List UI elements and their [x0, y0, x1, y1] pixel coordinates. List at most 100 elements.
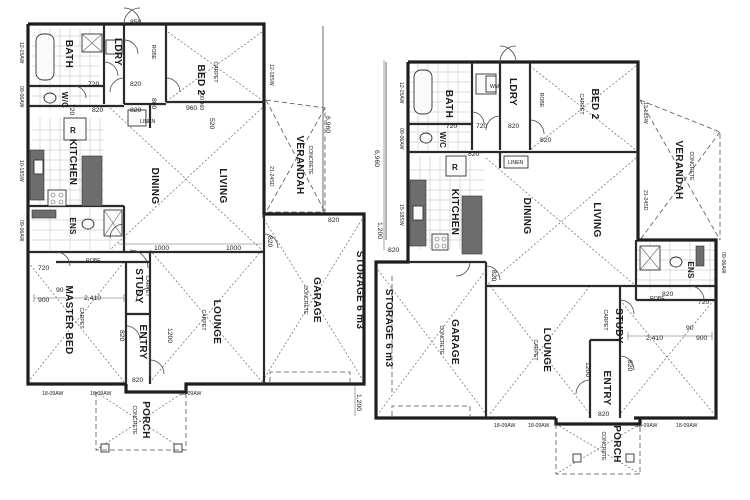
toilet-icon: [43, 92, 57, 104]
dim-1200-porch: 1,200: [355, 394, 362, 411]
room-label-storage-r: STORAGE 6 m3: [383, 289, 394, 368]
room-floor-verandah-r: CONCRETE: [688, 151, 694, 181]
dim-90-r: 90: [686, 325, 694, 332]
room-floor-bed2: CARPET: [212, 61, 218, 83]
dim-1000-a: 1000: [154, 245, 169, 252]
room-floor-verandah: CONCRETE: [307, 145, 313, 175]
room-label-lounge: LOUNGE: [211, 300, 222, 345]
room-floor-study-r: CARPET: [602, 309, 608, 331]
dim-900-r: 900: [696, 335, 708, 342]
dim-820-study-r: 820: [626, 360, 633, 372]
room-label-porch-r: PORCH: [611, 425, 622, 463]
bathtub-icon: [413, 69, 433, 115]
room-label-kitchen-r: KITCHEN: [449, 189, 460, 236]
dim-1200-r: 1,200: [376, 222, 383, 239]
room-label-entry-r: ENTRY: [601, 370, 612, 405]
dim-720-wc: 720: [68, 104, 75, 116]
window-labels-right: 12-15AW 09-06AW 15-18SW 12-18SW 21-24SD …: [398, 82, 726, 429]
dim-90: 90: [56, 287, 64, 294]
room-floor-garage-r: CONCRETE: [438, 325, 444, 355]
dim-820-kit-r: 820: [388, 247, 400, 254]
dim-820-b-r: 820: [540, 137, 552, 144]
dim-900: 900: [38, 297, 50, 304]
room-floor-lounge-r: CARPET: [532, 339, 538, 361]
dim-1200: 1200: [166, 328, 173, 343]
window-label-kitchen-r: 15-18SW: [398, 204, 404, 226]
bed2-extra-dim: 1.00 960: [198, 90, 204, 110]
bathtub-icon: [35, 33, 55, 81]
svg-text:R: R: [70, 126, 76, 135]
room-label-storage: STORAGE 6 m3: [354, 251, 365, 330]
room-label-living: LIVING: [217, 168, 228, 203]
window-label-ens: 09-06AW: [18, 220, 24, 242]
dim-720-ens: 720: [38, 265, 50, 272]
dimension-lines-right: [383, 60, 713, 340]
room-label-wm-r: WM: [490, 84, 499, 90]
room-label-garage: GARAGE: [311, 277, 322, 323]
room-floor-master: CARPET: [78, 307, 84, 329]
laundry-tub-icon: [105, 39, 123, 55]
window-label-master-2: 18-09AW: [90, 391, 112, 397]
room-label-verandah-r: VERANDAH: [673, 140, 684, 199]
room-label-porch: PORCH: [140, 401, 151, 439]
vanity-icon: [31, 209, 57, 219]
room-label-dining: DINING: [149, 168, 160, 205]
room-label-wc-r: W/C: [438, 132, 447, 148]
dim-6960: 6,960: [324, 116, 331, 133]
dim-820-entry: 820: [132, 377, 144, 384]
porch-columns-left: [95, 392, 187, 453]
dimension-labels-left: 850 820 720 720 820 800 820 960 520 1000…: [38, 19, 362, 411]
kitchen-sink-icon: [412, 205, 424, 221]
room-label-bath-r: BATH: [443, 90, 454, 118]
room-label-ldry-r: LDRY: [507, 78, 518, 106]
room-label-lounge-r: LOUNGE: [541, 328, 552, 373]
porch-column-icon: [625, 453, 635, 463]
doors-right: [391, 45, 705, 416]
dim-820-ldry: 820: [130, 81, 142, 88]
window-label-master-1: 18-09AW: [42, 391, 64, 397]
room-label-robe-bed2: ROBE: [150, 45, 156, 60]
room-label-robe-bed2-r: ROBE: [538, 93, 544, 108]
window-label-wc-r: 09-06AW: [398, 128, 404, 150]
dim-720-wc-r: 720: [446, 123, 458, 130]
window-label-master-2-r: 18-09AW: [676, 423, 698, 429]
room-label-bed2: BED 2: [195, 65, 206, 96]
dim-820-a-r: 820: [468, 151, 480, 158]
dim-720-r: 720: [476, 123, 488, 130]
room-label-robe-master-r: ROBE: [650, 296, 665, 302]
room-label-garage-r: GARAGE: [449, 319, 460, 365]
room-floor-porch: CONCRETE: [131, 405, 137, 435]
dim-820-ldry-r: 820: [508, 123, 520, 130]
svg-text:R: R: [452, 163, 458, 172]
dim-820-robe-r: 820: [662, 291, 674, 298]
fixtures-left: R: [29, 33, 147, 237]
dim-820-study: 820: [118, 330, 125, 342]
room-label-study: STUDY: [133, 268, 144, 303]
window-label-lounge: 18-09AW: [180, 391, 202, 397]
floor-plan-left: R: [18, 7, 366, 453]
window-label-master-1-r: 18-09AW: [636, 423, 658, 429]
window-label-living-r: 21-24SD: [642, 190, 648, 211]
room-label-ens-r: ENS: [686, 261, 695, 279]
room-diagonals-left: [27, 31, 365, 451]
dim-820-c: 820: [266, 236, 273, 248]
dim-850: 850: [130, 19, 142, 26]
dim-520: 520: [208, 118, 215, 130]
dim-720-ens-r: 720: [698, 299, 710, 306]
room-label-dining-r: DINING: [521, 198, 532, 235]
room-labels-left: BATH LDRY BED 2 CARPET ROBE 1.00 960 W/C…: [60, 38, 365, 439]
room-label-bed2-r: BED 2: [589, 89, 600, 120]
room-label-entry: ENTRY: [137, 324, 148, 359]
room-floor-bed2-r: CARPET: [578, 93, 584, 115]
room-floor-lounge: CARPET: [200, 309, 206, 331]
window-label-wc: 09-06AW: [18, 86, 24, 108]
room-label-master: MASTER BED: [63, 285, 74, 354]
cooktop-icon: [431, 233, 449, 251]
window-label-garage-r: 18-09AW: [494, 423, 516, 429]
ensuite-toilet-icon: [81, 218, 95, 230]
fridge-icon: [445, 155, 467, 177]
cooktop-icon: [47, 189, 67, 207]
dim-1200-entry-r: 1200: [584, 362, 591, 377]
dim-820-garage: 820: [328, 217, 340, 224]
